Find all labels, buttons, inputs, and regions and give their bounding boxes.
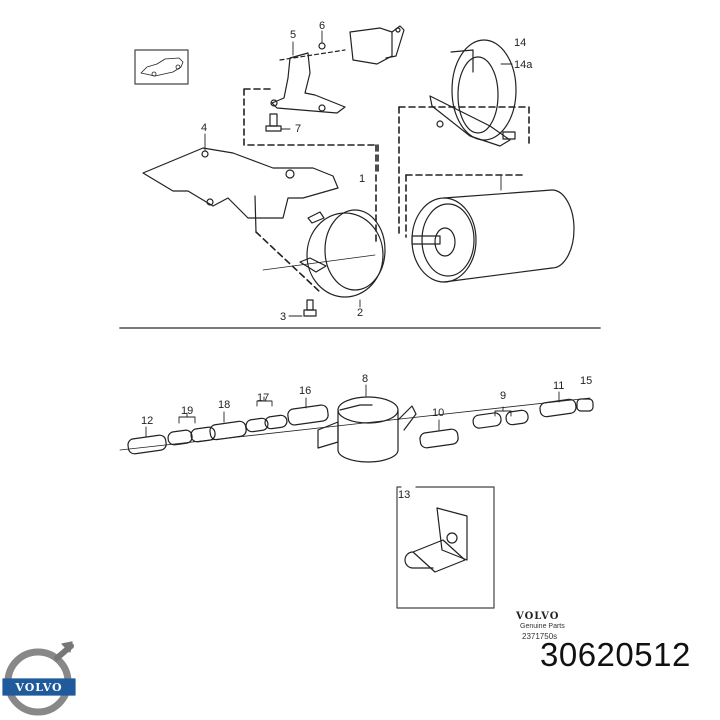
callout-11: 11: [553, 380, 564, 392]
callout-5: 5: [290, 29, 296, 41]
callout-labels: 1 2 3 4 5 6 7 8 9 10 11 12 13 14 14a 15 …: [141, 20, 592, 501]
part-number: 30620512: [540, 636, 691, 673]
drawing-code: 2371750s: [522, 632, 558, 641]
callout-1: 1: [359, 173, 365, 185]
brand-wordmark: VOLVO: [516, 611, 560, 622]
hose-chain: [119, 397, 594, 455]
clamp-part-14: [429, 39, 517, 147]
callout-4: 4: [201, 122, 207, 134]
callout-8: 8: [362, 373, 368, 385]
callout-9: 9: [500, 390, 506, 402]
callout-12: 12: [141, 415, 153, 427]
callout-15: 15: [580, 375, 592, 387]
clip-part-13-panel: [396, 486, 495, 609]
callout-6: 6: [319, 20, 325, 32]
fuel-filter-part-1: [411, 189, 575, 283]
callout-19: 19: [181, 405, 193, 417]
solenoid-part-6: [318, 25, 405, 65]
callout-14: 14: [514, 37, 526, 49]
callout-14a: 14a: [514, 59, 533, 71]
callout-13: 13: [398, 489, 410, 501]
mounting-plate-part-4: [142, 147, 339, 233]
volvo-iron-mark-logo: [2, 641, 76, 716]
bolt-part-7: [265, 113, 282, 132]
fuel-accumulator-part-8: [317, 396, 417, 463]
callout-10: 10: [432, 407, 444, 419]
leader-lines: [145, 30, 560, 438]
car-thumbnail-icon: [134, 49, 189, 85]
bracket-part-5: [270, 49, 346, 114]
callout-18: 18: [218, 399, 230, 411]
genuine-parts-label: Genuine Parts: [520, 623, 565, 630]
logo-wordmark: VOLVO: [14, 681, 62, 694]
callout-16: 16: [299, 385, 311, 397]
assembly-guide-lines: [243, 88, 530, 293]
callout-7: 7: [295, 123, 301, 135]
clamp-part-2: [262, 209, 386, 298]
callout-3: 3: [280, 311, 286, 323]
callout-2: 2: [357, 307, 363, 319]
bolt-part-3: [303, 299, 317, 317]
callout-17: 17: [257, 392, 269, 404]
